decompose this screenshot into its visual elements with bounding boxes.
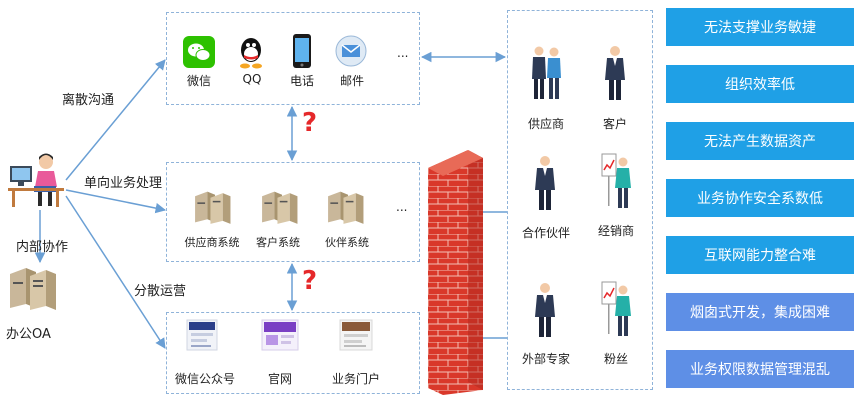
partner-label: 粉丝 <box>603 352 629 366</box>
problem-item: 组织效率低 <box>666 65 854 103</box>
flow-label-scattered-comm: 离散沟通 <box>62 93 115 108</box>
wechat-icon <box>183 36 215 68</box>
server-icon <box>192 186 232 228</box>
server-icon <box>325 186 365 228</box>
expert-person-icon <box>534 282 556 338</box>
partner-label: 经销商 <box>597 224 635 238</box>
qq-icon <box>238 35 264 69</box>
system-label: 供应商系统 <box>184 236 240 249</box>
arrow-to-channels <box>65 59 166 181</box>
office-oa-label: 办公OA <box>6 327 51 342</box>
partner-label: 外部专家 <box>521 352 571 366</box>
channels-more: ... <box>397 46 409 60</box>
channel-label: 邮件 <box>339 74 365 88</box>
system-label: 客户系统 <box>256 236 300 249</box>
channels-box <box>166 12 420 105</box>
server-icon <box>259 186 299 228</box>
partner-label: 供应商 <box>527 117 565 131</box>
presenter-icon <box>600 152 632 210</box>
portal-label: 微信公众号 <box>174 372 236 386</box>
problem-item: 烟囱式开发，集成困难 <box>666 293 854 331</box>
webpage-icon <box>261 319 299 351</box>
flow-label-one-way: 单向业务处理 <box>84 176 163 191</box>
flow-label-scattered-ops: 分散运营 <box>134 284 187 299</box>
channel-label: 电话 <box>289 74 315 88</box>
arrow-to-portals <box>65 195 166 349</box>
partners-box <box>507 10 653 390</box>
business-people-icon <box>530 45 564 101</box>
office-oa-server-icon <box>6 266 58 310</box>
problem-item: 业务协作安全系数低 <box>666 179 854 217</box>
problem-item: 无法支撑业务敏捷 <box>666 8 854 46</box>
portal-label: 官网 <box>267 372 293 386</box>
presenter-icon <box>600 280 632 338</box>
problem-item: 互联网能力整合难 <box>666 236 854 274</box>
arrow-to-systems <box>65 189 167 214</box>
problem-item: 业务权限数据管理混乱 <box>666 350 854 388</box>
partner-label: 合作伙伴 <box>521 226 571 240</box>
system-label: 伙伴系统 <box>325 236 369 249</box>
mail-icon <box>335 35 367 67</box>
partner-person-icon <box>534 155 556 211</box>
worker-label: 内部协作 <box>16 240 69 255</box>
channel-label: QQ <box>242 72 262 86</box>
problem-item: 无法产生数据资产 <box>666 122 854 160</box>
channel-label: 微信 <box>186 74 212 88</box>
systems-box <box>166 162 420 262</box>
phone-icon <box>293 34 311 68</box>
firewall-icon <box>428 150 483 395</box>
systems-more: ... <box>396 200 408 214</box>
question-mark-icon: ? <box>302 266 318 296</box>
partner-label: 客户 <box>602 117 628 131</box>
portals-box <box>166 312 420 394</box>
question-mark-icon: ? <box>302 108 318 138</box>
customer-person-icon <box>604 45 626 101</box>
portal-label: 业务门户 <box>331 372 381 386</box>
webpage-icon <box>186 319 218 351</box>
office-worker-icon <box>8 152 68 210</box>
webpage-icon <box>339 319 373 351</box>
